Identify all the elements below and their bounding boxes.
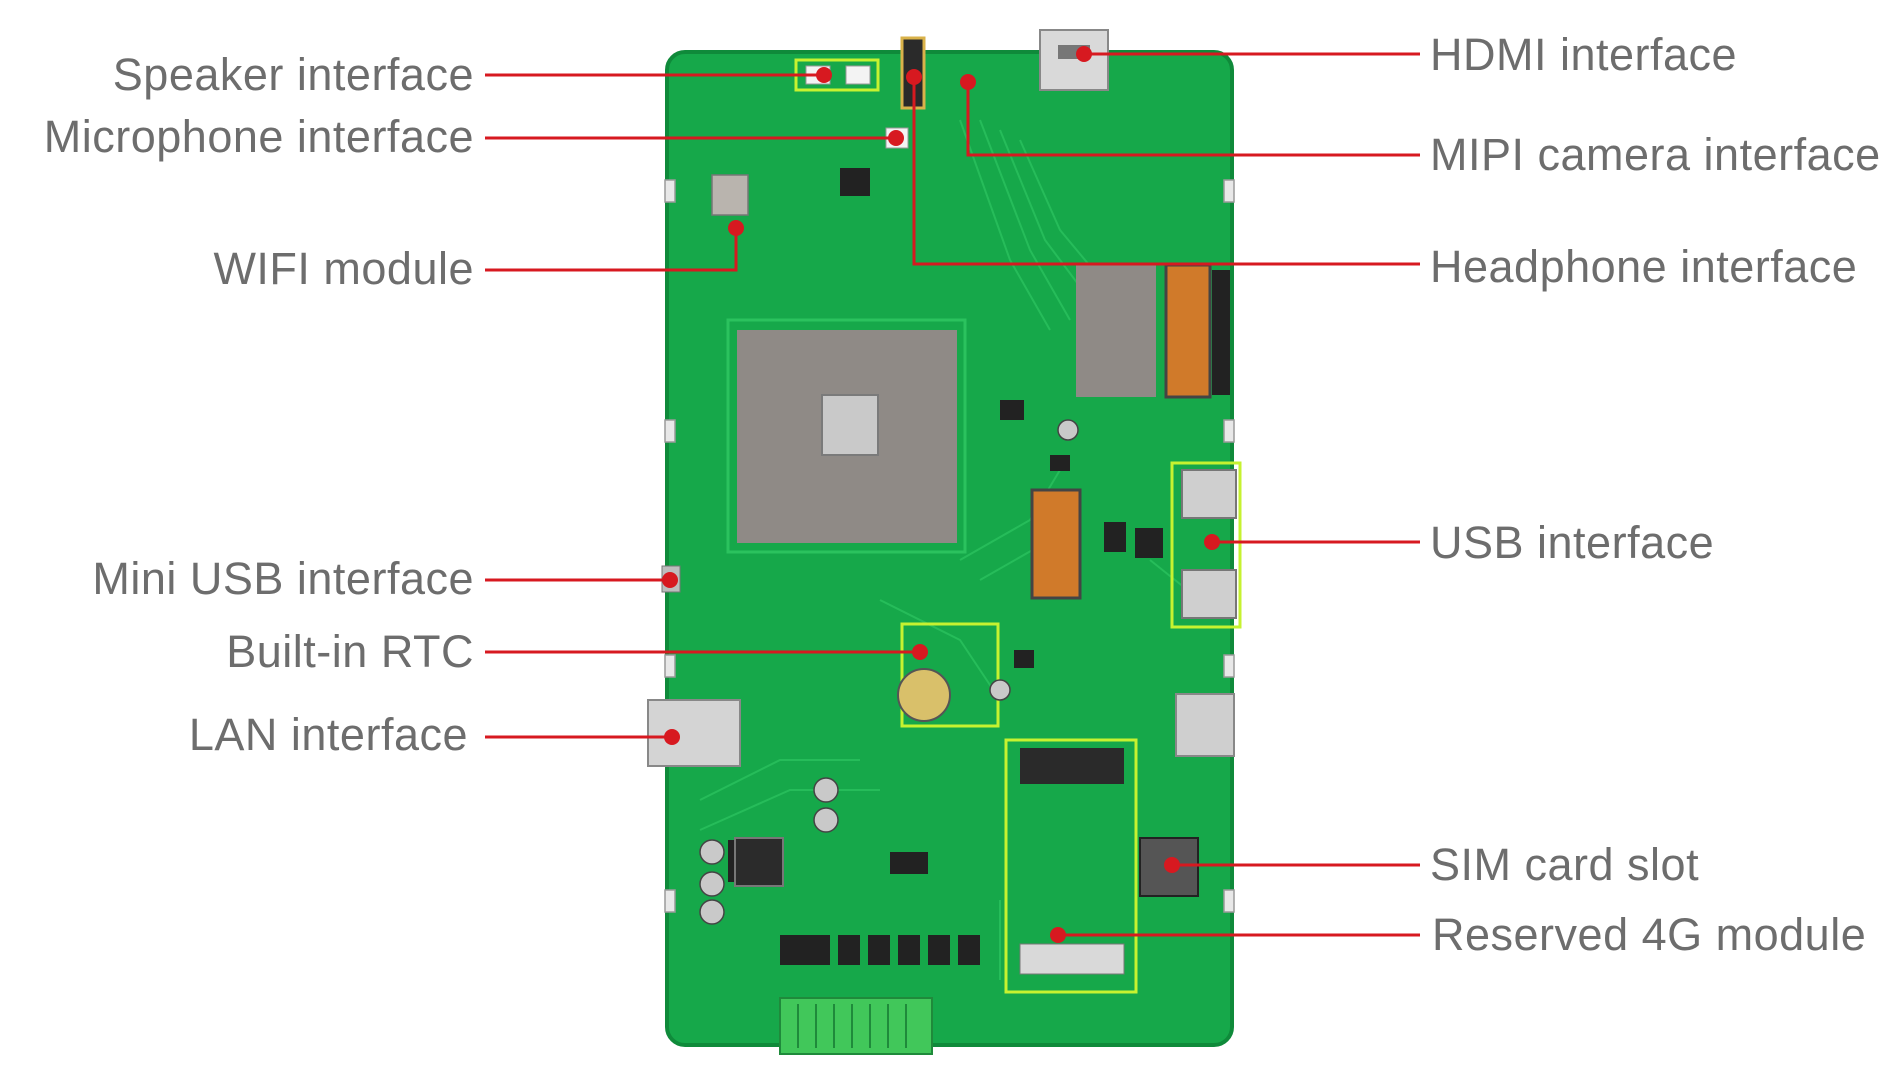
pointer-headphone [912, 77, 1420, 266]
label-mipi-camera-interface: MIPI camera interface [1430, 129, 1881, 180]
lcd-fpc-connector [1030, 488, 1082, 600]
soc-chip [821, 394, 879, 456]
lan-port [647, 699, 741, 767]
label-reserved-4g-module: Reserved 4G module [1432, 909, 1867, 960]
label-wifi-module: WIFI module [213, 243, 474, 294]
pointer-mipi [966, 82, 1420, 157]
hdmi-port [1039, 29, 1109, 91]
inductor [734, 837, 784, 887]
label-speaker-interface: Speaker interface [112, 49, 474, 100]
label-lan-interface: LAN interface [188, 709, 468, 760]
wifi-module-chip [711, 174, 749, 216]
label-usb-interface: USB interface [1430, 517, 1715, 568]
pointer-dot-icon [662, 46, 1220, 943]
label-built-in-rtc: Built-in RTC [226, 626, 474, 677]
usb-ports-highlight [1170, 461, 1242, 629]
display-fpc-connector [1164, 263, 1212, 399]
sd-card-slot [1175, 693, 1235, 757]
pointer-wifi [485, 228, 738, 272]
module-4g-highlight [1004, 738, 1138, 994]
label-microphone-interface: Microphone interface [43, 111, 474, 162]
capacitors [699, 419, 1079, 925]
rtc-highlight [900, 622, 1000, 728]
pcb-board-edge [665, 50, 1234, 1047]
label-sim-card-slot: SIM card slot [1430, 839, 1700, 890]
label-headphone-interface: Headphone interface [1430, 241, 1858, 292]
label-mini-usb-interface: Mini USB interface [92, 553, 474, 604]
label-hdmi-interface: HDMI interface [1430, 29, 1738, 80]
soc-shield-outline [726, 318, 967, 554]
board-clips [664, 179, 1235, 913]
rtc-battery [897, 668, 951, 722]
terminal-block [779, 997, 933, 1055]
pointer-lines [485, 52, 1420, 937]
mipi-shield [1076, 265, 1156, 397]
